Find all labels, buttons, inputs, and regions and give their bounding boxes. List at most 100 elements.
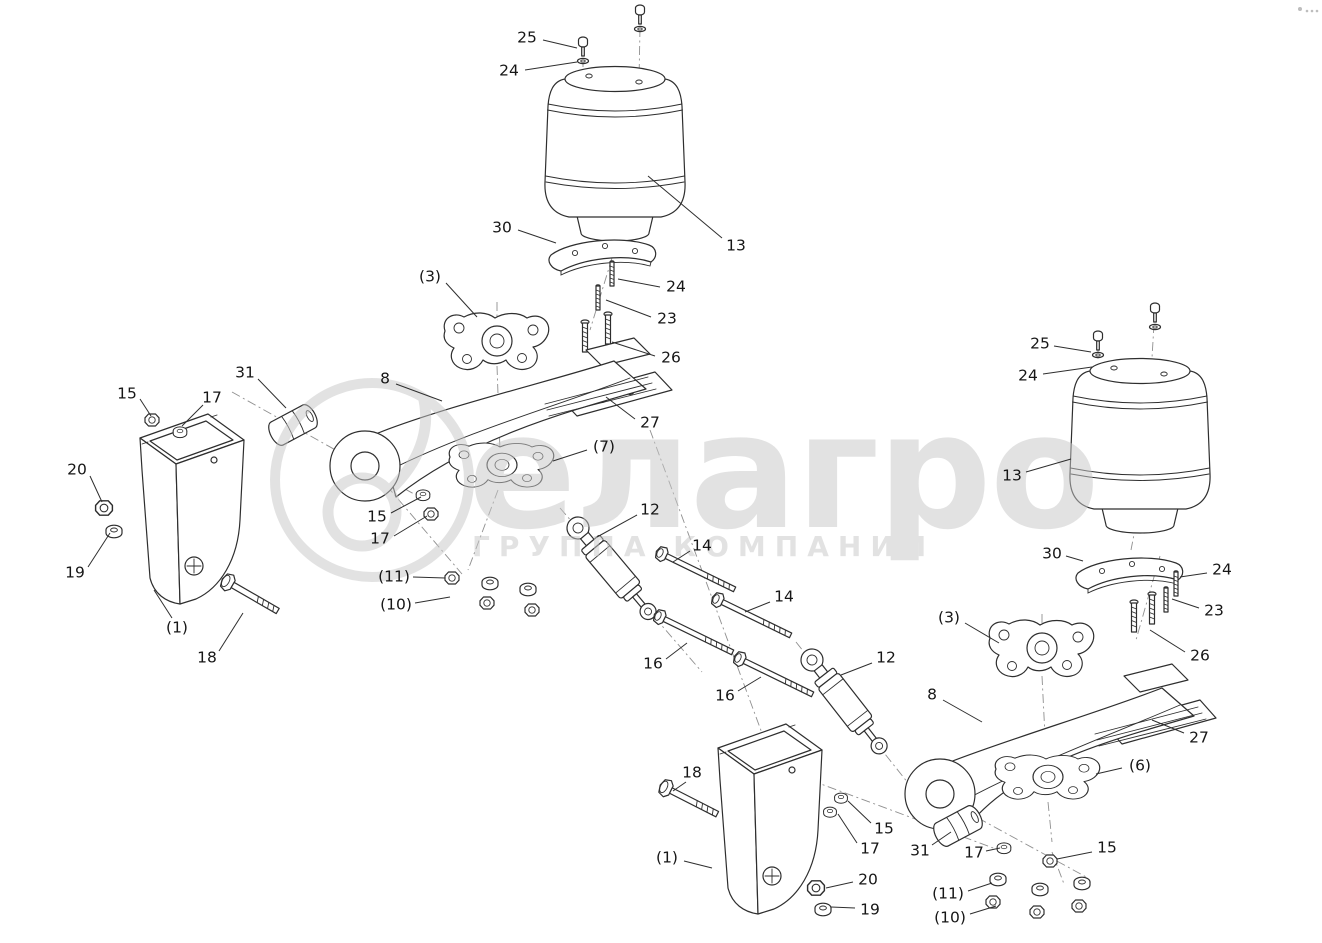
washer xyxy=(519,582,537,597)
callout-leader xyxy=(1179,572,1208,578)
callout-label: 30 xyxy=(492,219,512,237)
callout-leader xyxy=(837,813,858,844)
hex-nut xyxy=(94,500,114,516)
callout-label: 18 xyxy=(197,649,217,667)
callout-label: 25 xyxy=(1030,335,1050,353)
hex-nut xyxy=(423,507,439,521)
callout-label: 8 xyxy=(927,686,937,704)
spring-seat-casting xyxy=(443,312,550,371)
callout-leader xyxy=(942,699,983,723)
watermark-subtitle: ГРУППА КОМПАНИЙ xyxy=(472,529,935,563)
callout-label: 20 xyxy=(858,871,878,889)
callout-leader xyxy=(412,576,446,579)
hex-nut xyxy=(144,413,160,427)
callout-leader xyxy=(139,398,152,417)
callout-label: 15 xyxy=(874,820,894,838)
air-spring-bellows xyxy=(544,65,686,242)
callout-leader xyxy=(393,515,428,537)
threaded-stud xyxy=(1147,591,1157,625)
callout-label: 19 xyxy=(860,901,880,919)
callout-leader xyxy=(218,612,244,652)
callout-leader xyxy=(605,396,636,420)
hex-nut xyxy=(1071,899,1087,913)
washer xyxy=(1031,882,1049,897)
stud-bolt xyxy=(1173,570,1179,597)
callout-leader xyxy=(181,404,204,427)
washer xyxy=(989,872,1007,887)
callout-label: 31 xyxy=(235,364,255,382)
callout-label: 23 xyxy=(657,310,677,328)
callout-leader xyxy=(605,299,652,318)
callout-leader xyxy=(1025,458,1072,473)
washer xyxy=(823,806,837,818)
callout-leader xyxy=(683,860,713,869)
callout-label: 15 xyxy=(367,508,387,526)
callout-leader xyxy=(969,905,997,915)
callout-leader xyxy=(611,341,656,357)
callout-label: 16 xyxy=(643,655,663,673)
callout-label: 14 xyxy=(692,537,712,555)
callout-label: (11) xyxy=(378,568,410,586)
callout-leader xyxy=(87,532,111,568)
callout-label: 25 xyxy=(517,29,537,47)
watermark-logo-glyph xyxy=(322,472,402,552)
callout-leader xyxy=(1053,345,1092,353)
callout-label: (11) xyxy=(932,885,964,903)
callout-label: 19 xyxy=(65,564,85,582)
lower-seat-casting xyxy=(994,754,1101,800)
callout-label: 13 xyxy=(726,237,746,255)
callout-label: 17 xyxy=(964,844,984,862)
callout-leader xyxy=(665,642,688,660)
callout-leader xyxy=(964,622,1000,644)
callout-label: 27 xyxy=(1189,729,1209,747)
hex-nut xyxy=(524,603,540,617)
callout-leader xyxy=(672,781,687,792)
callout-leader xyxy=(517,229,557,244)
callout-label: 17 xyxy=(860,840,880,858)
stud-bolt xyxy=(609,260,615,287)
callout-label: 26 xyxy=(1190,647,1210,665)
hex-nut xyxy=(1029,905,1045,919)
callout-leader xyxy=(153,589,173,619)
watermark-logo-ring xyxy=(270,378,474,582)
hex-nut xyxy=(444,571,460,585)
callout-label: 30 xyxy=(1042,545,1062,563)
callout-leader xyxy=(257,378,287,409)
callout-label: 24 xyxy=(1018,367,1038,385)
watermark-brand-text: елагро xyxy=(468,378,1098,565)
callout-label: 26 xyxy=(661,349,681,367)
threaded-stud xyxy=(1129,599,1139,633)
callout-leader xyxy=(1042,366,1093,375)
callout-leader xyxy=(89,475,103,503)
callout-label: 16 xyxy=(715,687,735,705)
callout-label: 24 xyxy=(666,278,686,296)
callout-leader xyxy=(647,175,723,239)
callout-label: 14 xyxy=(774,588,794,606)
stud-bolt xyxy=(595,284,601,311)
callout-leader xyxy=(840,662,873,676)
washer xyxy=(814,902,832,917)
callout-label: (3) xyxy=(419,268,441,286)
callout-leader xyxy=(1056,851,1093,860)
callout-label: 12 xyxy=(876,649,896,667)
hex-nut xyxy=(1042,854,1058,868)
callout-leader xyxy=(1171,598,1200,609)
watermark-logo-tail xyxy=(384,394,432,496)
hex-nut xyxy=(479,596,495,610)
callout-label: (7) xyxy=(593,438,615,456)
callout-leader xyxy=(985,847,1001,852)
callout-label: 27 xyxy=(640,414,660,432)
callout-leader xyxy=(847,800,872,824)
callout-leader xyxy=(1095,767,1123,775)
callout-label: (10) xyxy=(934,909,966,927)
washer xyxy=(834,792,848,804)
callout-leader xyxy=(825,881,854,889)
callout-label: (3) xyxy=(938,609,960,627)
threaded-stud xyxy=(603,311,613,345)
callout-label: 13 xyxy=(1002,467,1022,485)
callout-label: 31 xyxy=(910,842,930,860)
callout-leader xyxy=(744,601,771,613)
callout-leader xyxy=(524,61,578,71)
